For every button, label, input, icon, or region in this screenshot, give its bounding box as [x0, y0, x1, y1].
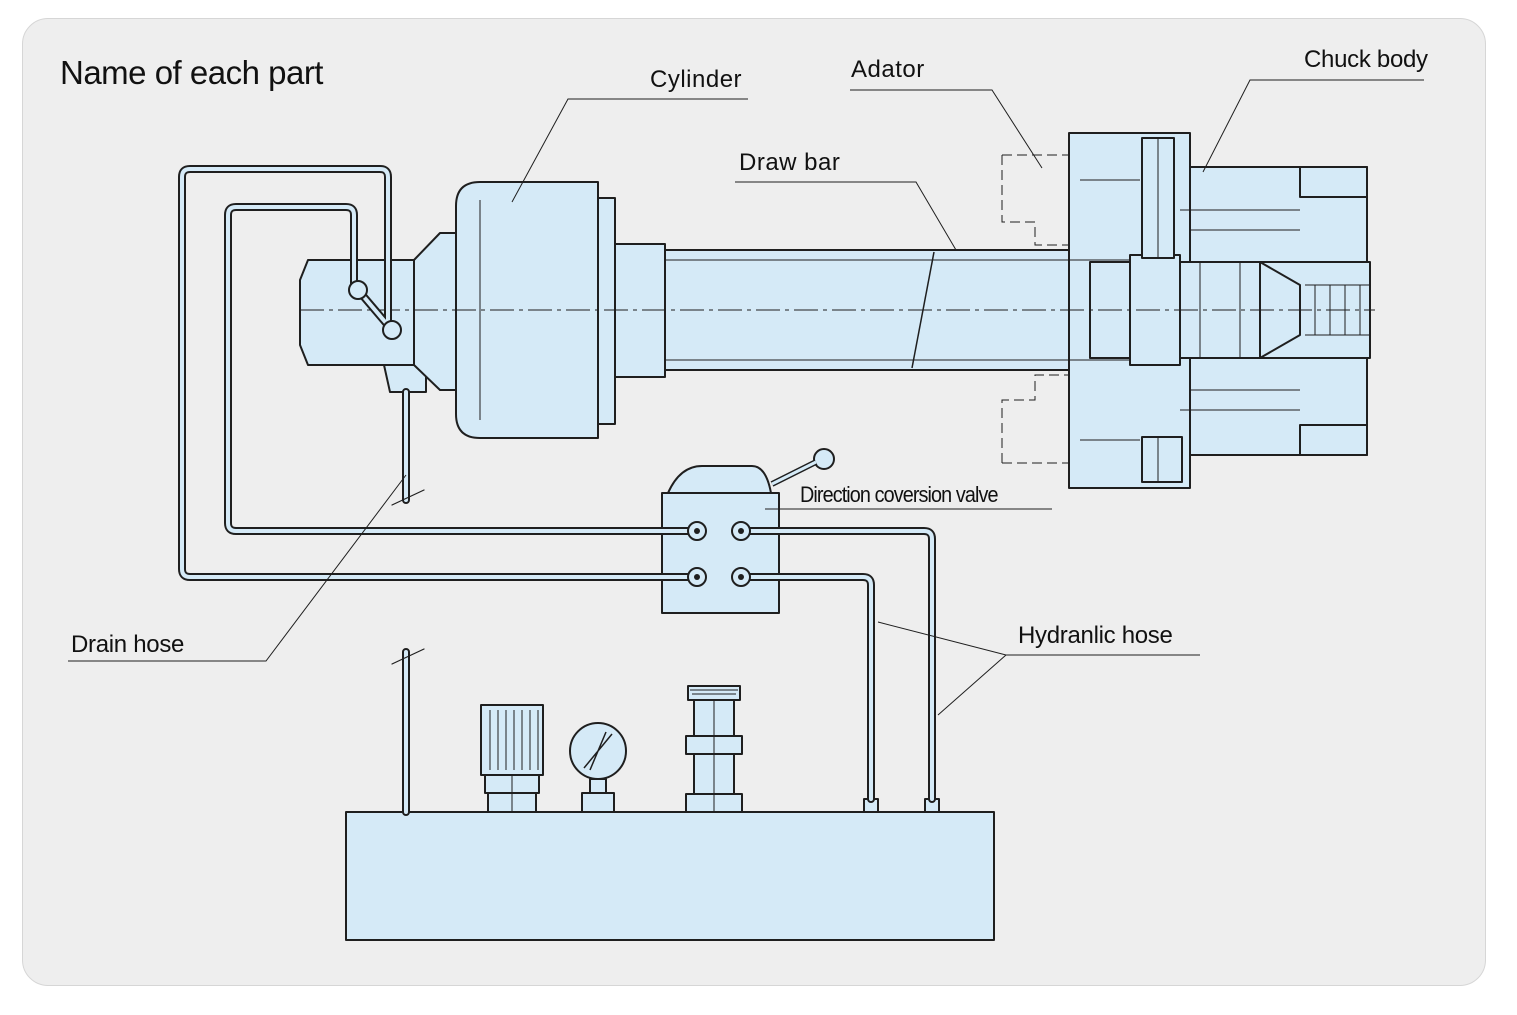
direction-conversion-valve — [661, 465, 780, 614]
hydraulic-hoses — [178, 165, 936, 816]
label-chuck-body: Chuck body — [1304, 46, 1428, 73]
label-drain-hose: Drain hose — [71, 631, 185, 658]
hydraulic-unit — [345, 685, 995, 941]
gauge-needle — [583, 731, 613, 771]
label-hydraulic-hose: Hydranlic hose — [1018, 622, 1173, 649]
leader-lines — [68, 79, 1424, 716]
page-title: Name of each part — [60, 54, 323, 91]
cylinder — [455, 181, 666, 439]
label-direction-valve: Direction coversion valve — [800, 482, 998, 507]
label-draw-bar: Draw bar — [739, 149, 841, 176]
label-cylinder: Cylinder — [650, 66, 743, 93]
label-adator: Adator — [851, 56, 925, 83]
